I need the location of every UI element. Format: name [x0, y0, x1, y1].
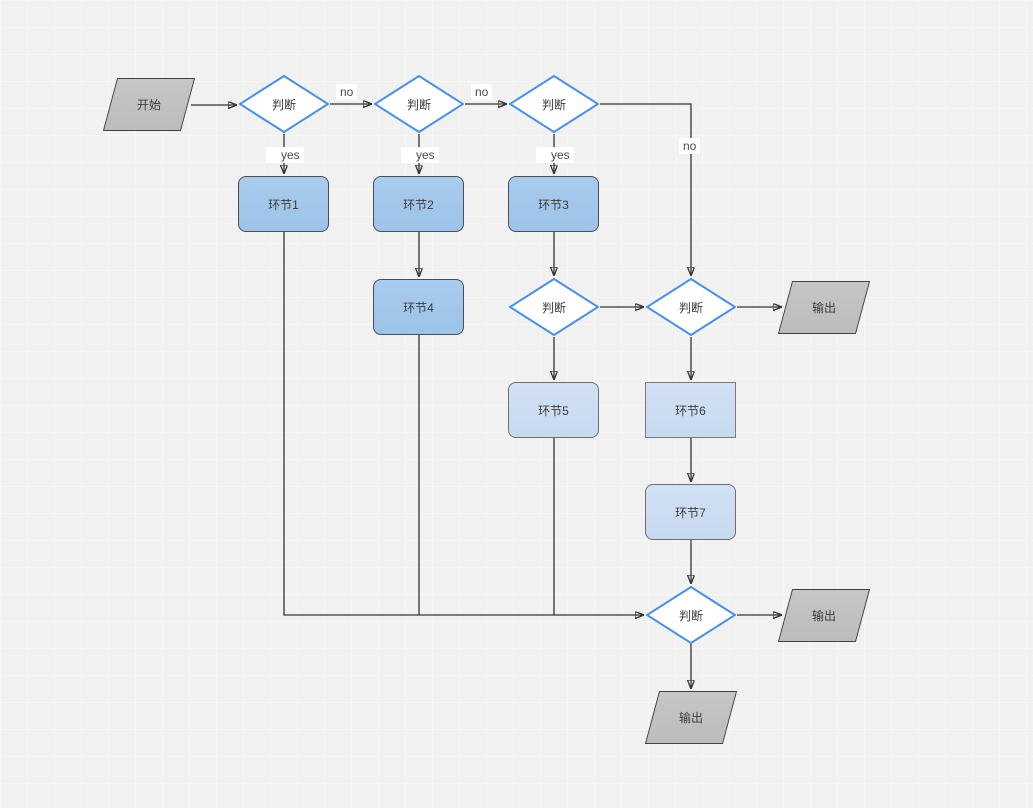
diamond-shape	[646, 278, 736, 336]
node-step5[interactable]: 环节5	[508, 382, 599, 438]
node-label: 开始	[136, 98, 161, 112]
node-label: 环节6	[675, 403, 706, 418]
node-decision6[interactable]: 判断	[646, 586, 736, 644]
edge-label-yes: yes	[266, 147, 304, 163]
node-label: 判断	[541, 300, 566, 315]
node-label: 环节2	[403, 197, 434, 212]
node-decision1[interactable]: 判断	[239, 75, 329, 133]
edge-label-yes: yes	[401, 147, 439, 163]
edge-label-no: no	[336, 84, 358, 100]
node-label: 判断	[271, 97, 296, 112]
edge-decision3-decision5	[600, 103, 691, 275]
node-start[interactable]: 开始	[102, 78, 196, 131]
node-label: 判断	[678, 300, 703, 315]
edge-label-no: no	[679, 138, 701, 154]
edge-label-no: no	[471, 84, 493, 100]
node-output1[interactable]: 输出	[777, 281, 871, 334]
node-label: 判断	[406, 97, 431, 112]
node-decision2[interactable]: 判断	[374, 75, 464, 133]
node-decision4[interactable]: 判断	[509, 278, 599, 336]
node-step6[interactable]: 环节6	[645, 382, 736, 438]
node-label: 环节1	[268, 197, 299, 212]
node-label: 判断	[678, 608, 703, 623]
diamond-shape	[239, 75, 329, 133]
node-output2[interactable]: 输出	[777, 589, 871, 642]
edge-label-yes: yes	[536, 147, 574, 163]
node-step7[interactable]: 环节7	[645, 484, 736, 540]
node-step2[interactable]: 环节2	[373, 176, 464, 232]
diamond-shape	[509, 278, 599, 336]
edge-step1-decision6	[283, 232, 643, 615]
node-decision3[interactable]: 判断	[509, 75, 599, 133]
node-step1[interactable]: 环节1	[238, 176, 329, 232]
node-label: 输出	[678, 711, 703, 725]
node-label: 环节4	[403, 300, 434, 315]
node-label: 环节5	[538, 403, 569, 418]
node-step4[interactable]: 环节4	[373, 279, 464, 335]
diamond-shape	[509, 75, 599, 133]
node-label: 输出	[811, 301, 836, 315]
diamond-shape	[374, 75, 464, 133]
node-decision5[interactable]: 判断	[646, 278, 736, 336]
node-step3[interactable]: 环节3	[508, 176, 599, 232]
diamond-shape	[646, 586, 736, 644]
node-label: 输出	[811, 609, 836, 623]
node-label: 判断	[541, 97, 566, 112]
node-output3[interactable]: 输出	[644, 691, 738, 744]
node-label: 环节7	[675, 505, 706, 520]
node-label: 环节3	[538, 197, 569, 212]
